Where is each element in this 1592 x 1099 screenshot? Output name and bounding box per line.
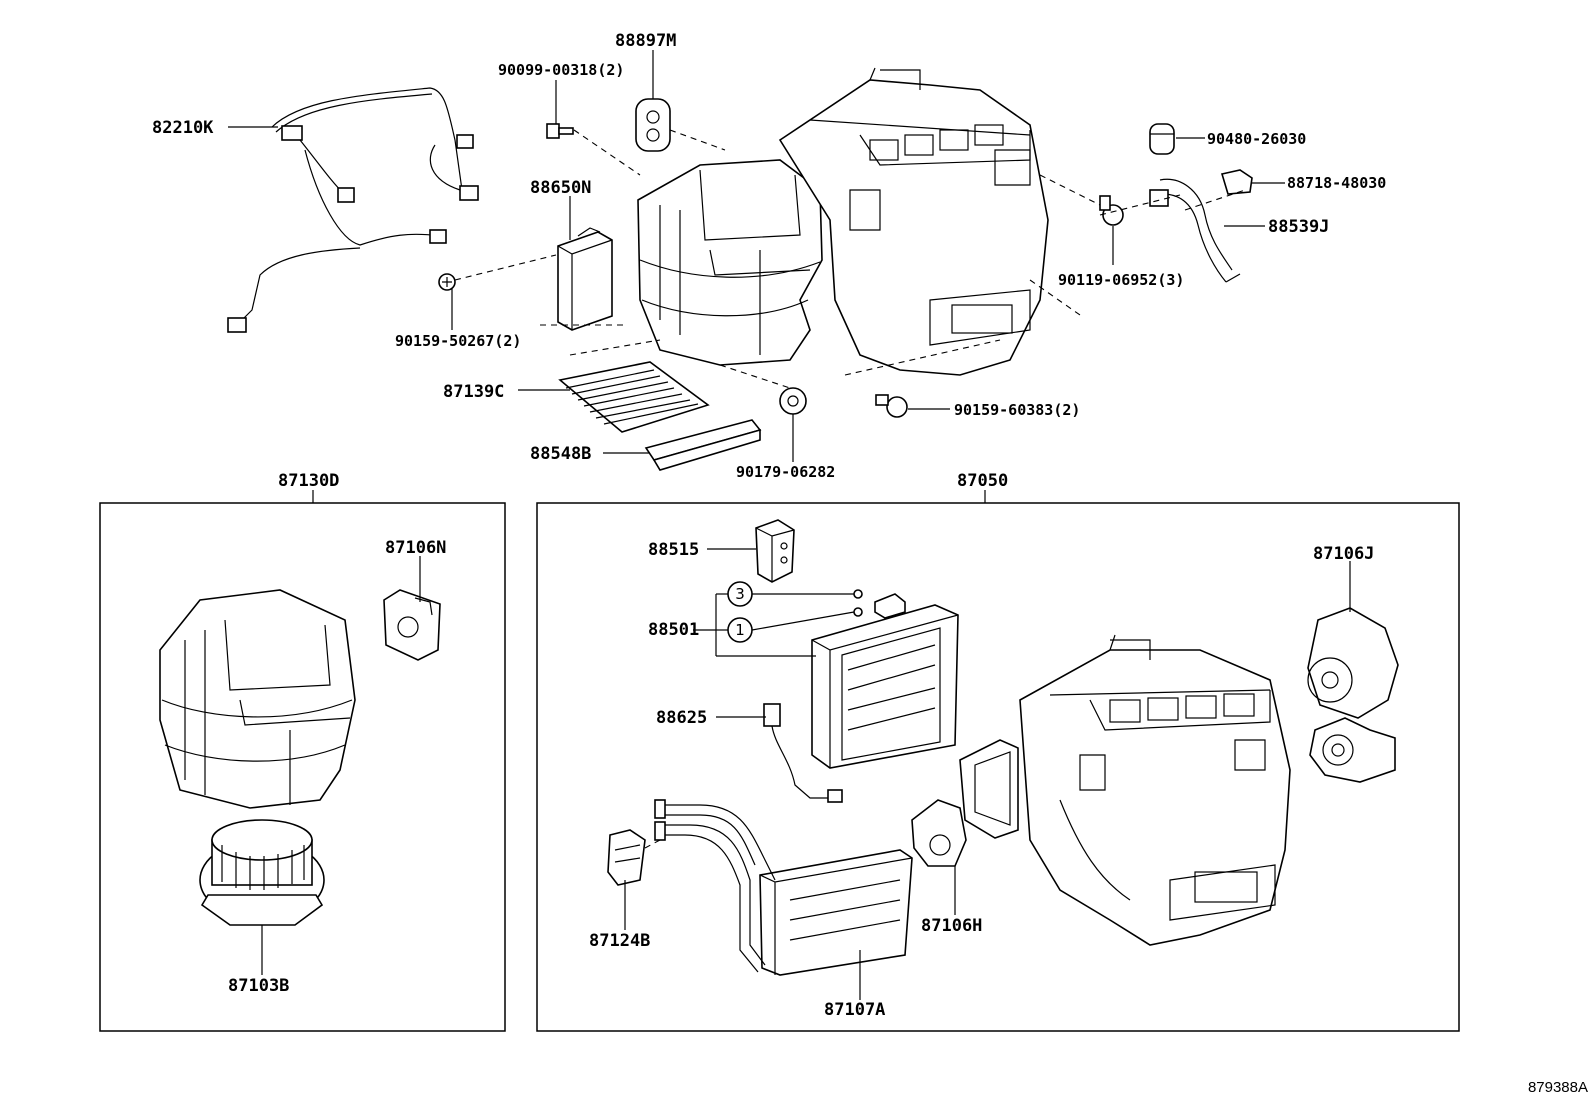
- label-88625: 88625: [656, 708, 707, 728]
- screw-90159-60383: [875, 394, 908, 418]
- label-88650N: 88650N: [530, 178, 591, 198]
- label-90159-50267: 90159-50267(2): [395, 332, 521, 350]
- assembly-lines-top: [454, 129, 1246, 389]
- label-87107A: 87107A: [824, 1000, 885, 1020]
- actuator-87106H: [911, 799, 967, 867]
- label-88539J: 88539J: [1268, 217, 1329, 237]
- actuator-87106N: [383, 589, 441, 661]
- label-87124B: 87124B: [589, 931, 650, 951]
- clip-88718-48030: [1220, 169, 1253, 195]
- side-housing-87050: [959, 739, 1019, 839]
- label-90159-60383: 90159-60383(2): [954, 401, 1080, 419]
- label-87139C: 87139C: [443, 382, 504, 402]
- leader-lines: [228, 50, 1351, 1000]
- thermistor-88625: [763, 703, 843, 803]
- label-88897M: 88897M: [615, 31, 676, 51]
- screw-90159-50267: [438, 273, 456, 291]
- heater-core-87107A: [654, 799, 913, 976]
- grommet-88897M: [635, 98, 671, 152]
- label-90179-06282: 90179-06282: [736, 463, 835, 481]
- label-87103B: 87103B: [228, 976, 289, 996]
- label-87106J: 87106J: [1313, 544, 1374, 564]
- blower-motor-87103B: [199, 819, 325, 926]
- heater-unit-top: [778, 67, 1049, 376]
- label-90119-06952: 90119-06952(3): [1058, 271, 1184, 289]
- actuator-87106J: [1307, 607, 1399, 783]
- heater-unit-87050: [1019, 634, 1291, 946]
- label-90480-26030: 90480-26030: [1207, 130, 1306, 148]
- screw-90119-06952: [1099, 195, 1124, 226]
- amplifier-88650N: [557, 227, 613, 331]
- label-90099-00318: 90099-00318(2): [498, 61, 624, 79]
- wire-harness-82210K: [227, 87, 479, 333]
- label-82210K: 82210K: [152, 118, 214, 138]
- label-88718-48030: 88718-48030: [1287, 174, 1386, 192]
- clip-87124B: [607, 829, 646, 886]
- drain-hose-88539J: [1149, 178, 1241, 283]
- label-87106H: 87106H: [921, 916, 982, 936]
- diagram-reference-code: 879388A: [1528, 1079, 1588, 1096]
- filter-87139C: [558, 361, 710, 433]
- assembly-line-87124B: [644, 839, 661, 849]
- marker-3: 3: [735, 585, 745, 603]
- frame-87130D: [99, 502, 506, 1032]
- label-88501: 88501: [648, 620, 699, 640]
- blower-unit-top: [637, 159, 823, 366]
- cover-88548B: [644, 419, 762, 471]
- markers-88501: 3 1: [693, 581, 855, 657]
- expansion-valve-88515: [755, 519, 795, 583]
- evaporator-88501: [811, 589, 959, 769]
- label-87130D: 87130D: [278, 471, 339, 491]
- bolt-90099-00318: [546, 123, 574, 139]
- marker-1: 1: [735, 621, 745, 639]
- grommet-90480-26030: [1149, 123, 1175, 155]
- label-87050: 87050: [957, 471, 1008, 491]
- frame-87050: [536, 502, 1460, 1032]
- label-88515: 88515: [648, 540, 699, 560]
- clip-90179-06282: [779, 387, 807, 415]
- label-88548B: 88548B: [530, 444, 591, 464]
- label-87106N: 87106N: [385, 538, 446, 558]
- blower-case-87130D: [159, 589, 356, 809]
